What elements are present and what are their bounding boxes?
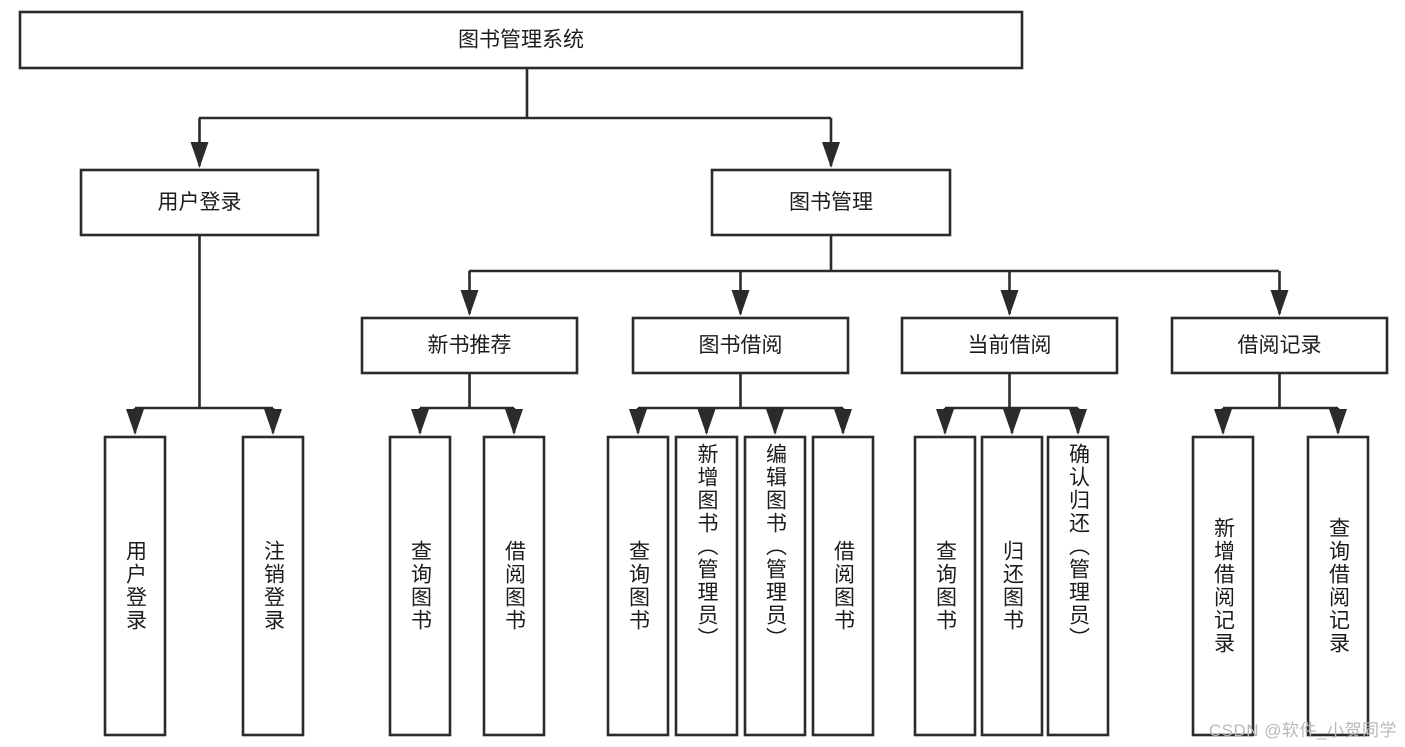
- node-level2-1[interactable]: [710, 168, 952, 237]
- arrow-head-icon: [1214, 409, 1232, 435]
- node-level3-3[interactable]: [1170, 316, 1389, 375]
- arrow-head-icon: [264, 409, 282, 435]
- node-leaf-1[interactable]: [241, 435, 305, 737]
- node-root-label: 图书管理系统: [458, 29, 584, 52]
- arrow-head-icon: [1329, 409, 1347, 435]
- arrow-head-icon: [731, 290, 750, 316]
- arrow-head-icon: [1069, 409, 1087, 435]
- node-leaf-5[interactable]: [674, 435, 739, 737]
- node-leaf-0[interactable]: [103, 435, 167, 737]
- node-root[interactable]: [18, 10, 1024, 70]
- node-leaf-11[interactable]: [1191, 435, 1255, 737]
- arrow-head-icon: [822, 142, 840, 168]
- node-level3-label-0: 新书推荐: [428, 334, 512, 357]
- arrow-head-icon: [460, 290, 479, 316]
- node-leaf-2[interactable]: [388, 435, 452, 737]
- node-leaf-10[interactable]: [1046, 435, 1110, 737]
- node-level3-label-3: 借阅记录: [1238, 334, 1322, 357]
- node-leaf-6[interactable]: [743, 435, 807, 737]
- arrow-head-icon: [834, 409, 852, 435]
- arrow-head-icon: [936, 409, 954, 435]
- node-level3-label-1: 图书借阅: [699, 334, 783, 357]
- node-leaf-7[interactable]: [811, 435, 875, 737]
- arrow-head-icon: [190, 142, 209, 168]
- arrow-head-icon: [505, 409, 523, 435]
- node-level2-0[interactable]: [79, 168, 320, 237]
- arrow-head-icon: [1003, 409, 1021, 435]
- arrow-head-icon: [766, 409, 784, 435]
- node-level2-label-0: 用户登录: [158, 191, 242, 214]
- arrow-head-icon: [1270, 290, 1289, 316]
- node-leaf-12[interactable]: [1306, 435, 1370, 737]
- node-level2-label-1: 图书管理: [789, 191, 873, 214]
- node-leaf-4[interactable]: [606, 435, 670, 737]
- arrow-head-icon: [697, 409, 716, 435]
- node-level3-label-2: 当前借阅: [968, 334, 1052, 357]
- arrow-head-icon: [1000, 290, 1019, 316]
- node-leaf-8[interactable]: [913, 435, 977, 737]
- arrow-head-icon: [126, 409, 144, 435]
- node-leaf-3[interactable]: [482, 435, 546, 737]
- arrow-head-icon: [629, 409, 647, 435]
- node-leaf-9[interactable]: [980, 435, 1044, 737]
- arrow-head-icon: [411, 409, 429, 435]
- watermark-text: CSDN @软件_小贺同学: [1208, 721, 1397, 740]
